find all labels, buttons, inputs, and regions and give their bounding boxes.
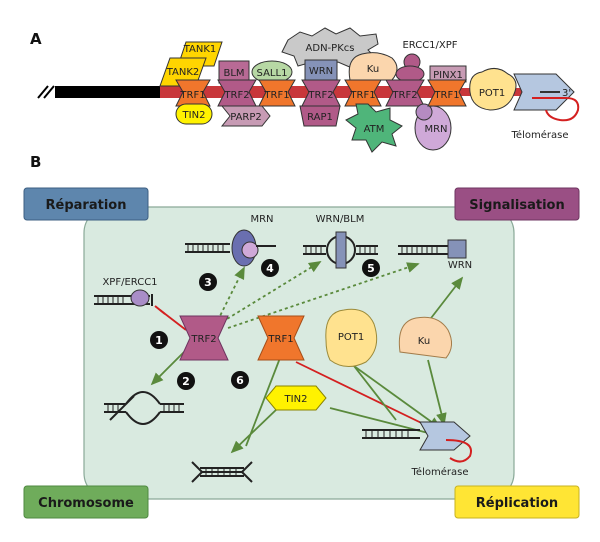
pot1-b-protein-label: POT1 (338, 332, 364, 343)
dna-wrn-blm: WRN/BLM (303, 214, 378, 269)
rap1-label: RAP1 (307, 112, 333, 123)
marker-4: 4 (261, 259, 279, 277)
trf1-b-label: TRF1 (263, 90, 289, 101)
svg-text:1: 1 (155, 334, 163, 347)
blm-label: BLM (223, 68, 244, 79)
ku-a-label: Ku (367, 64, 379, 75)
connectors (150, 261, 464, 454)
dsdna-black (55, 86, 165, 98)
marker-6: 6 (231, 371, 249, 389)
trf1-b-protein: TRF1 (257, 315, 305, 361)
arrow-tin2-telomerase (329, 407, 442, 439)
wrn-a: WRN (304, 59, 338, 81)
panel-b: B Réparation Signalisation Chromosome Ré… (23, 153, 580, 519)
tank2-label: TANK2 (166, 67, 200, 78)
number-markers: 1 2 3 4 5 6 (150, 259, 380, 390)
pot1-a: POT1 (469, 68, 517, 111)
telomerase-a: 3' Télomérase (511, 73, 580, 141)
trf1-d-label: TRF1 (433, 90, 459, 101)
trf1-d: TRF1 (427, 79, 467, 107)
three-prime-label: 3' (562, 88, 571, 99)
arrow-trf2-mrn (214, 266, 245, 327)
trf1-a: TRF1 (175, 79, 211, 107)
ku-b-protein-label: Ku (418, 336, 430, 347)
tin2-b-protein-label: TIN2 (284, 394, 308, 405)
telomerase-b: Télomérase (362, 421, 472, 478)
panel-label-b: B (30, 153, 41, 171)
marker-5: 5 (362, 259, 380, 277)
parp2: PARP2 (220, 105, 271, 127)
sall1: SALL1 (251, 60, 293, 84)
telomerase-b-label: Télomérase (411, 466, 469, 478)
arrow-tin2-chromosome (230, 407, 279, 454)
dna-xpf-ercc1: XPF/ERCC1 (94, 277, 158, 307)
signalisation-box: Signalisation (454, 187, 580, 221)
atm: ATM (345, 103, 403, 153)
arrow-trf2-recomb (150, 349, 187, 386)
mrn-a: MRN (414, 103, 452, 151)
svg-text:4: 4 (266, 262, 274, 275)
pot1-b-protein: POT1 (325, 308, 378, 367)
replication-box: Réplication (454, 485, 580, 519)
dna-mrn: MRN (185, 214, 276, 267)
svg-text:6: 6 (236, 374, 244, 387)
xpf-ercc1-label: XPF/ERCC1 (102, 277, 157, 288)
tin2-a: TIN2 (175, 103, 213, 125)
rap1: RAP1 (299, 105, 341, 127)
arrow-trf2-wrnblm (221, 261, 322, 323)
tank1-label: TANK1 (183, 44, 217, 55)
adn-pkcs-label: ADN-PKcs (306, 43, 355, 54)
reparation-box: Réparation (23, 187, 149, 221)
arrow-trf1-chromosome (245, 357, 281, 447)
parp2-label: PARP2 (230, 112, 262, 123)
signalisation-label: Signalisation (469, 198, 564, 213)
mrn-a-label: MRN (424, 124, 447, 135)
marker-3: 3 (199, 273, 217, 291)
trf1-b: TRF1 (258, 79, 296, 107)
marker-1: 1 (150, 331, 168, 349)
arrow-pot1-telomerase-a (353, 365, 442, 430)
replication-label: Réplication (476, 496, 558, 511)
telomerase-a-label: Télomérase (511, 129, 569, 141)
svg-text:3: 3 (204, 276, 212, 289)
trf2-b-label: TRF2 (307, 90, 333, 101)
trf1-b-protein-label: TRF1 (267, 334, 293, 345)
trf2-c-label: TRF2 (391, 90, 417, 101)
svg-text:2: 2 (182, 375, 190, 388)
mrn-b-label: MRN (250, 214, 273, 225)
tin2-b-protein: TIN2 (265, 385, 327, 411)
panel-label-a: A (30, 30, 42, 48)
tin2-a-label: TIN2 (182, 110, 206, 121)
sall1-label: SALL1 (257, 68, 288, 79)
chromosome-label: Chromosome (38, 496, 134, 511)
marker-2: 2 (177, 372, 195, 390)
arrow-ku-telomerase (427, 359, 447, 426)
trf1-c-label: TRF1 (349, 90, 375, 101)
panel-a: A TANK1 TANK2 TRF1 TIN2 (30, 27, 580, 153)
ku-b-protein: Ku (398, 316, 452, 359)
ercc1-xpf-label: ERCC1/XPF (402, 40, 457, 51)
dna-chromosome (191, 461, 253, 483)
trf2-b-protein-label: TRF2 (190, 334, 216, 345)
pinx1-label: PINX1 (433, 70, 463, 81)
dna-wrn: WRN (398, 239, 472, 271)
trf1-c: TRF1 (344, 79, 382, 107)
trf1-a-label: TRF1 (179, 90, 205, 101)
atm-label: ATM (364, 124, 385, 135)
trf2-b-protein: TRF2 (179, 315, 229, 361)
pot1-a-label: POT1 (479, 88, 505, 99)
reparation-label: Réparation (46, 198, 127, 213)
svg-text:5: 5 (367, 262, 375, 275)
wrn-blm-label: WRN/BLM (316, 214, 365, 225)
dna-recombination (104, 391, 184, 425)
ku-a: Ku (348, 52, 398, 81)
wrn-a-label: WRN (309, 66, 333, 77)
trf2-a-label: TRF2 (223, 90, 249, 101)
arrow-ku-wrn (427, 276, 464, 323)
inhibit-trf1-telomerase (295, 361, 441, 433)
wrn-b-label: WRN (448, 260, 472, 271)
chromosome-box: Chromosome (23, 485, 149, 519)
